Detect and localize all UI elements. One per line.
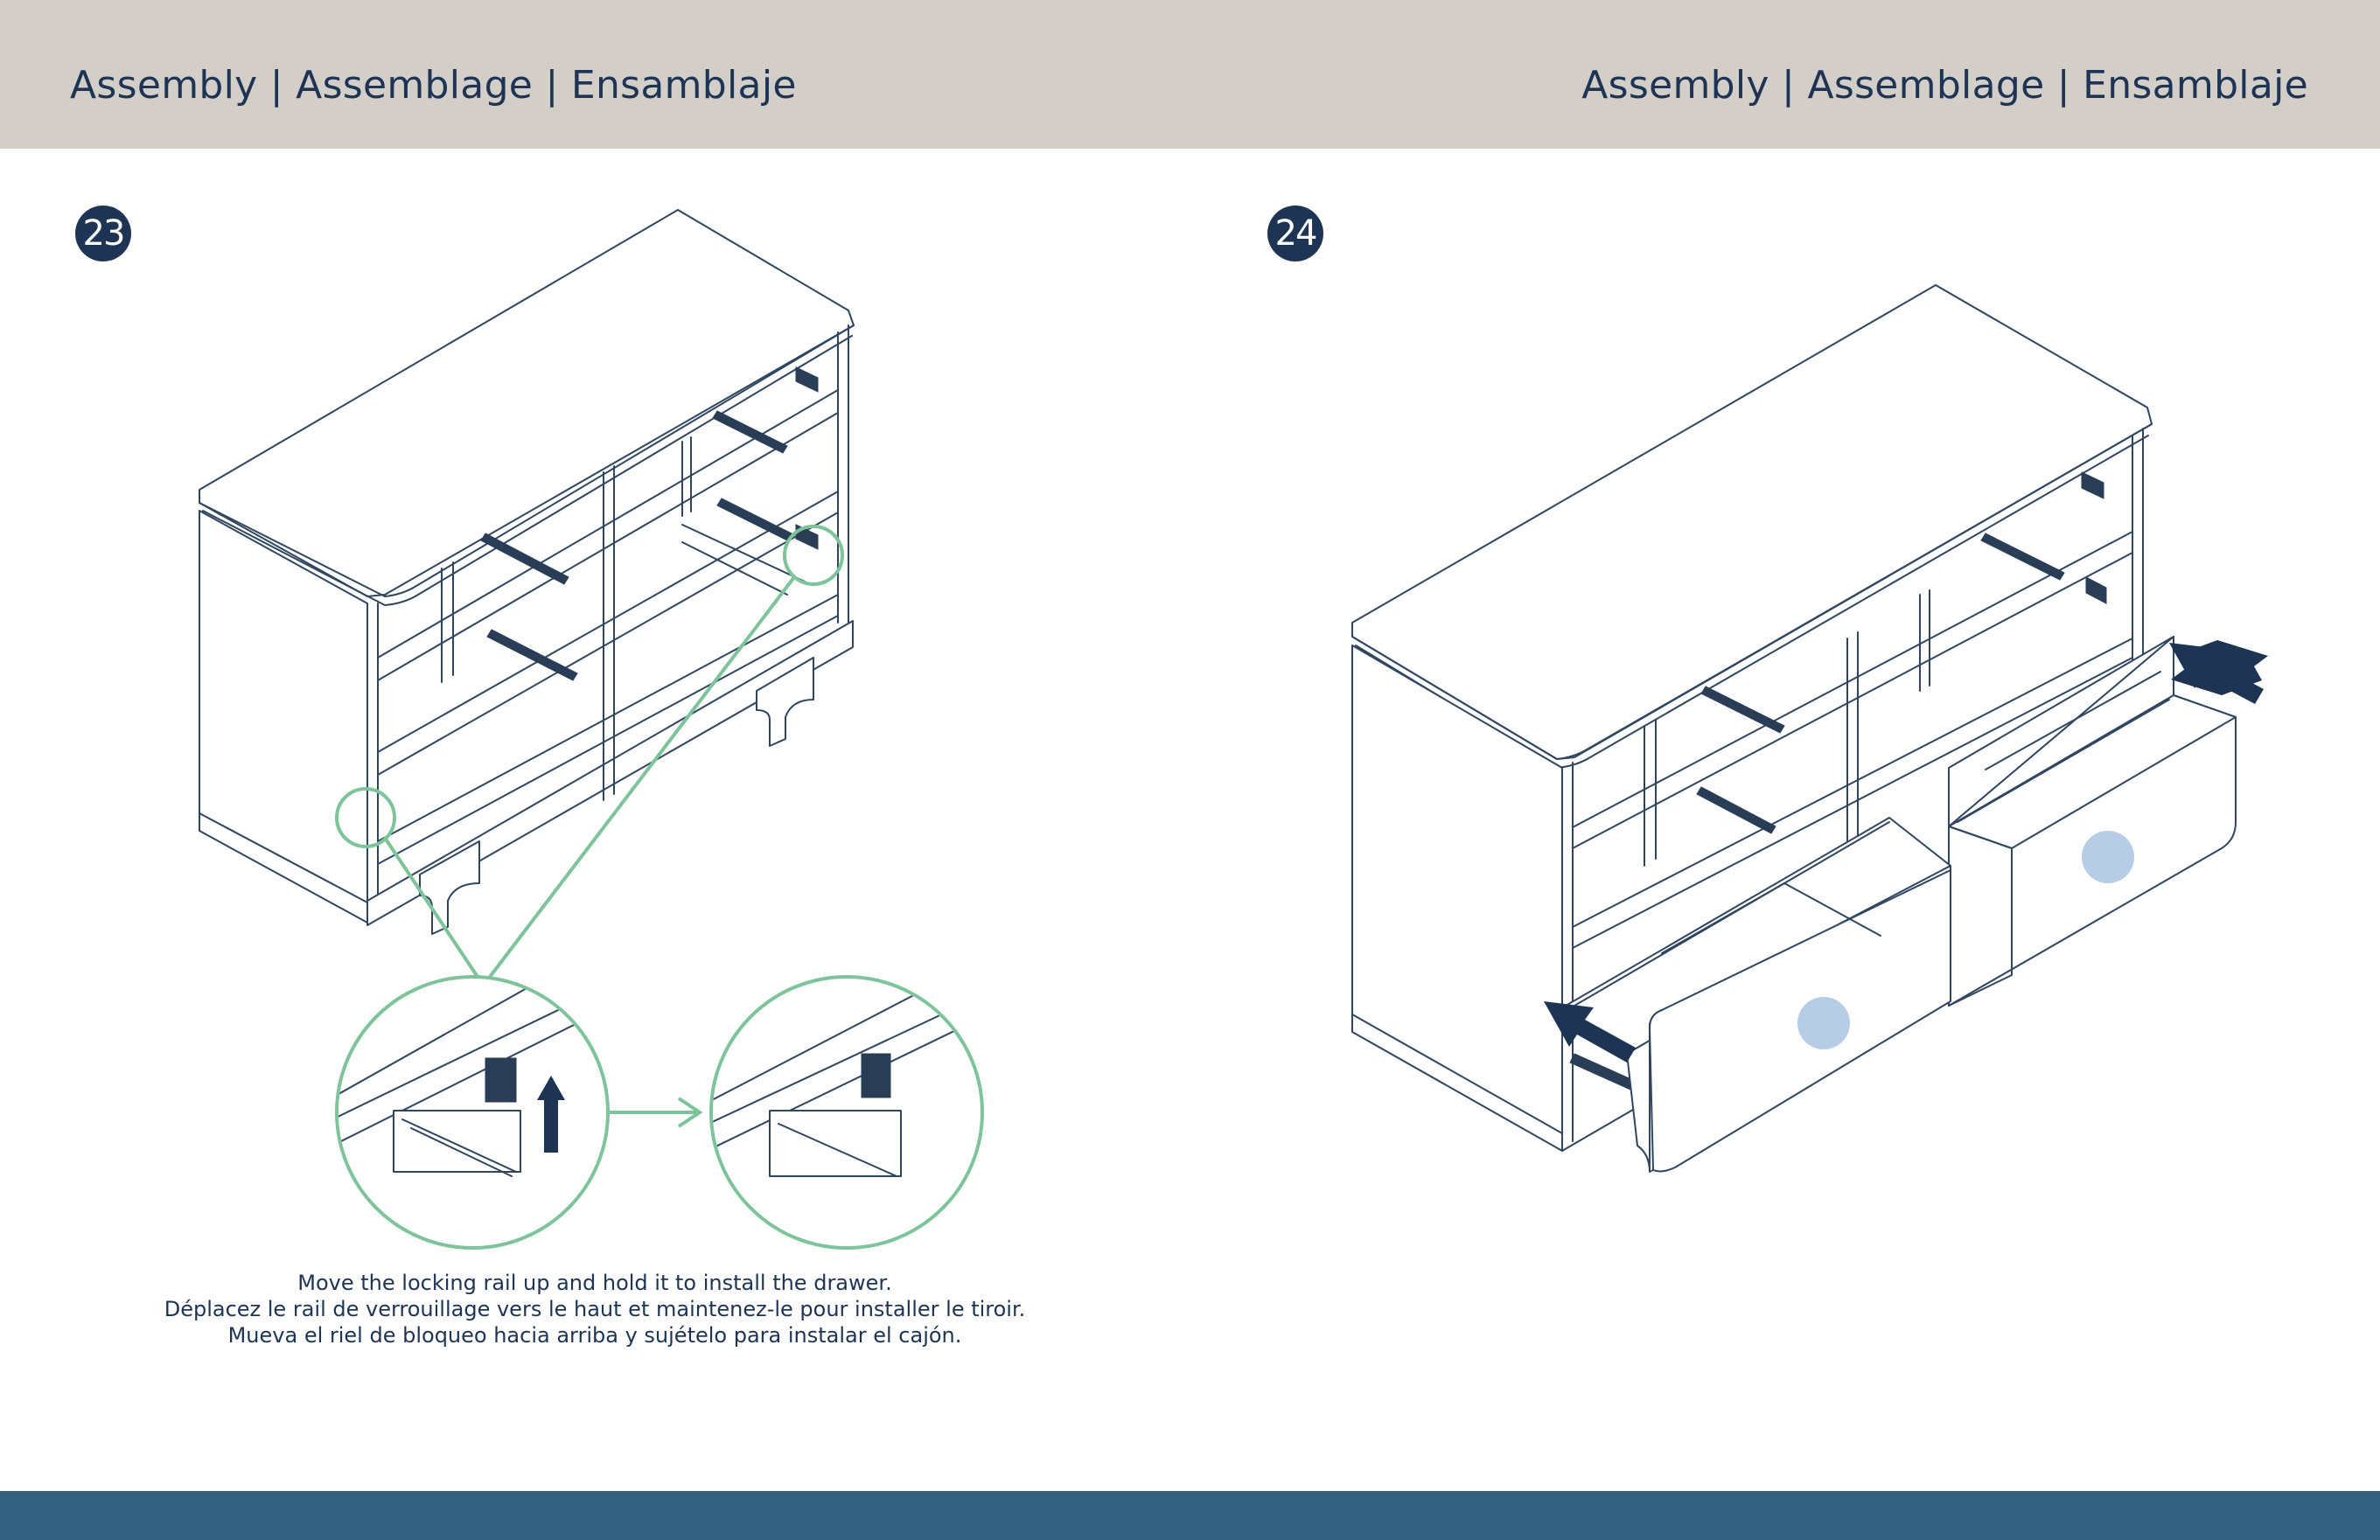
step24-dresser-illustration xyxy=(1352,285,2268,1172)
caption-line-en: Move the locking rail up and hold it to … xyxy=(157,1270,1032,1296)
caption-line-es: Mueva el riel de bloqueo hacia arriba y … xyxy=(157,1322,1032,1348)
page-footer xyxy=(0,1491,2380,1540)
caption-line-fr: Déplacez le rail de verrouillage vers le… xyxy=(157,1296,1032,1322)
detail-callout-after xyxy=(708,977,988,1248)
detail-callout-before xyxy=(332,977,612,1248)
step23-dresser-illustration xyxy=(199,210,854,979)
right-arrow-icon xyxy=(610,1098,700,1126)
drawer-knob-right xyxy=(2082,831,2134,883)
drawer-knob-left xyxy=(1797,997,1850,1049)
step23-caption: Move the locking rail up and hold it to … xyxy=(157,1270,1032,1348)
